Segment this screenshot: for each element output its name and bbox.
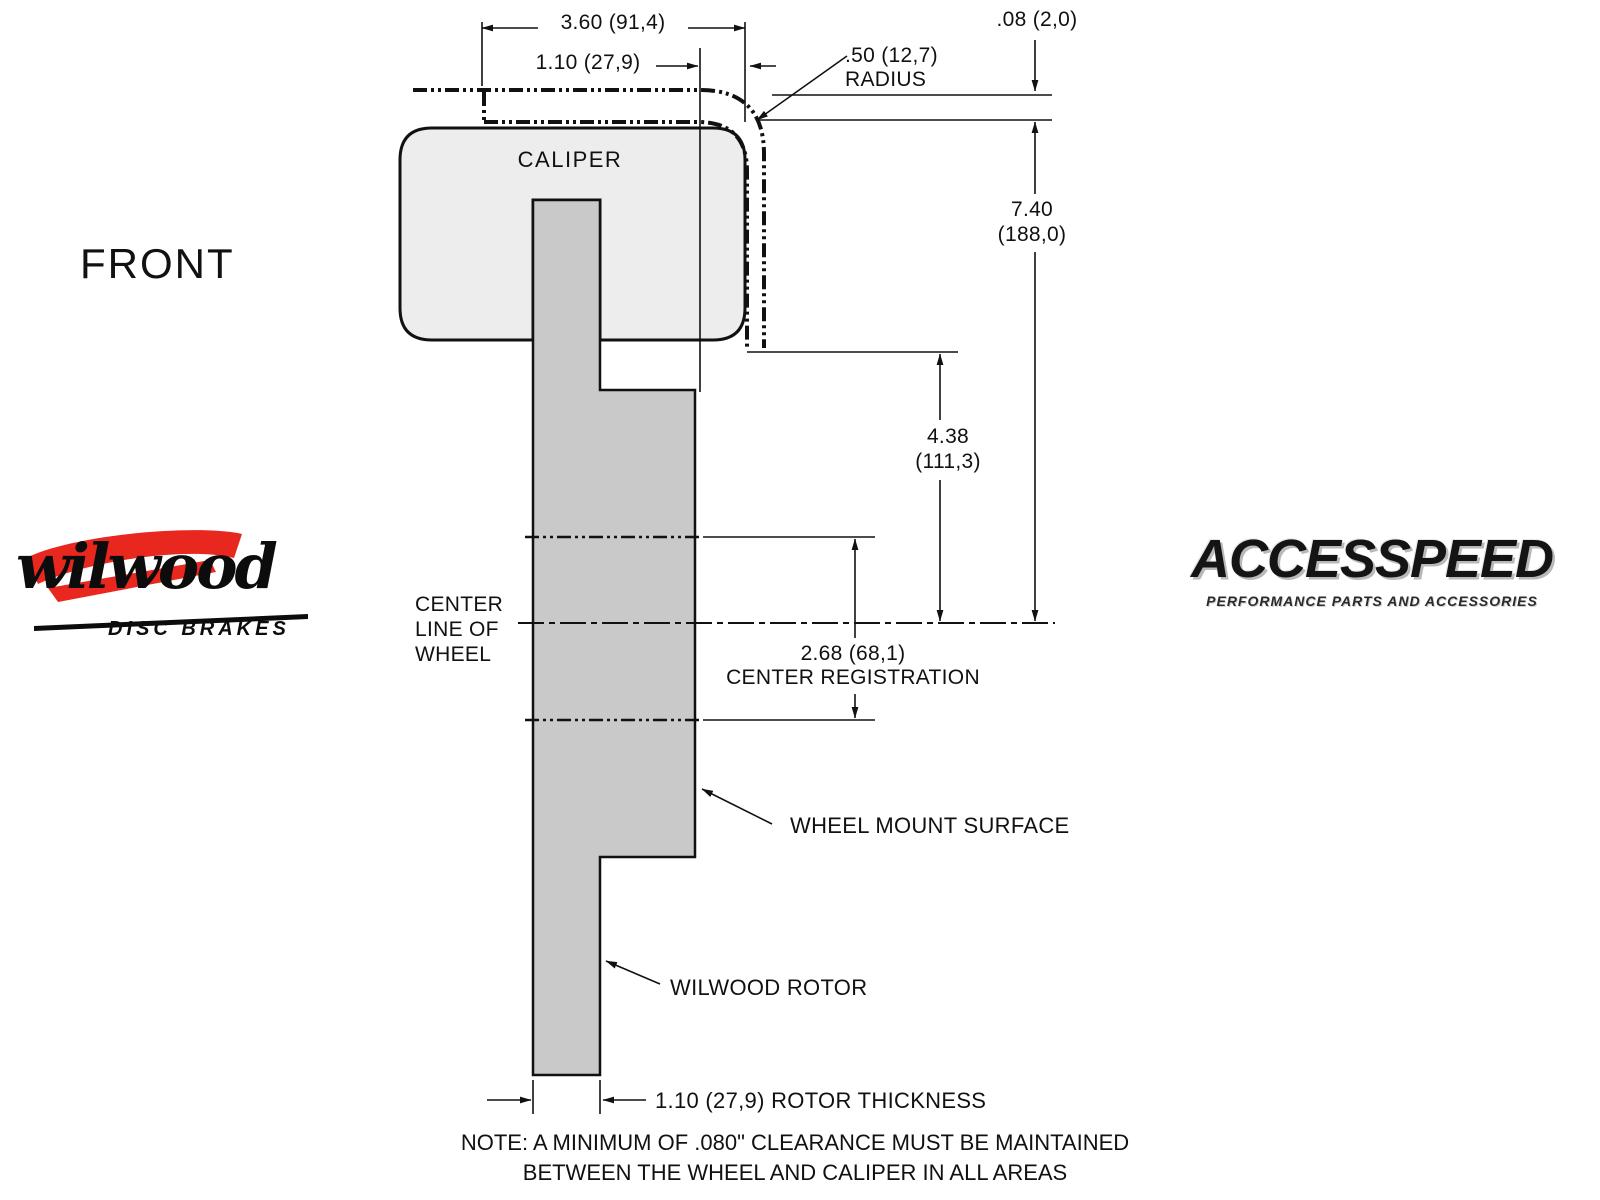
rotor-shape — [531, 198, 697, 1077]
dim-4-38-mm: (111,3) — [915, 450, 981, 473]
center-line-callout-line1: CENTER — [415, 593, 504, 616]
radius-word-label: RADIUS — [845, 68, 927, 91]
dim-7-40-inches: 7.40 — [1010, 198, 1054, 221]
rotor-thickness-label: 1.10 (27,9) ROTOR THICKNESS — [655, 1088, 987, 1113]
wheel-mount-surface-label: WHEEL MOUNT SURFACE — [790, 813, 1070, 838]
note-line-2: BETWEEN THE WHEEL AND CALIPER IN ALL ARE… — [522, 1160, 1068, 1185]
accesspeed-logo-wordmark: ACCESSPEED — [1190, 529, 1554, 589]
center-reg-text-label: CENTER REGISTRATION — [723, 666, 983, 690]
wheel-phantom-lines — [413, 88, 766, 348]
dim-4-38-label: 4.38 (111,3) — [912, 424, 984, 474]
dim-1-10-top-label: 1.10 (27,9) — [532, 51, 644, 75]
wilwood-rotor-label: WILWOOD ROTOR — [670, 975, 868, 1000]
caliper-label: CALIPER — [517, 147, 623, 172]
dim-08-label: .08 (2,0) — [996, 8, 1078, 31]
dimension-lines — [481, 24, 1039, 1104]
accesspeed-logo-tagline: PERFORMANCE PARTS AND ACCESSORIES — [1206, 593, 1538, 609]
center-line-callout-line2: LINE OF — [415, 618, 499, 641]
radius-leader — [756, 55, 848, 121]
dim-7-40-label: 7.40 (188,0) — [994, 197, 1070, 247]
wilwood-logo-swoosh — [26, 530, 308, 631]
wilwood-logo-tagline: DISC BRAKES — [108, 618, 290, 640]
rotor-leader — [605, 960, 661, 985]
accesspeed-logo: ACCESSPEED PERFORMANCE PARTS AND ACCESSO… — [1172, 532, 1572, 609]
extension-lines — [481, 22, 1052, 1114]
front-view-label: FRONT — [80, 240, 235, 287]
wilwood-logo-wordmark: wilwood — [16, 530, 278, 603]
note-line-1: NOTE: A MINIMUM OF .080" CLEARANCE MUST … — [460, 1130, 1130, 1155]
center-line-callout: CENTER LINE OF WHEEL — [415, 592, 503, 667]
radius-value-label: .50 (12,7) — [845, 44, 938, 67]
wilwood-logo: wilwood DISC BRAKES — [14, 524, 324, 649]
dim-7-40-mm: (188,0) — [997, 223, 1067, 246]
center-registration-lines — [525, 535, 703, 722]
center-line-callout-line3: WHEEL — [415, 643, 492, 666]
wheel-mount-leader — [701, 788, 773, 825]
center-reg-value-label: 2.68 (68,1) — [797, 642, 909, 666]
dim-3-60-label: 3.60 (91,4) — [557, 11, 669, 35]
dim-4-38-inches: 4.38 — [926, 425, 970, 448]
